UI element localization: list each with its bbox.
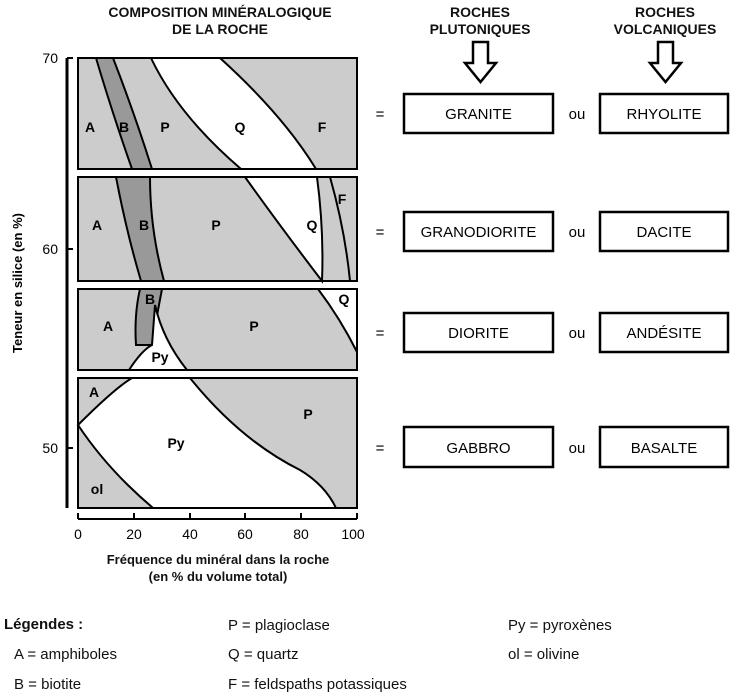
mineral-label-Py: Py — [167, 435, 184, 451]
volcanic-header-line: VOLCANIQUES — [613, 21, 717, 37]
mineral-label-B: B — [139, 217, 149, 233]
connector-ou: ou — [569, 325, 586, 342]
y-tick-label: 70 — [42, 50, 58, 66]
volcanic-header: ROCHES VOLCANIQUES — [595, 4, 735, 38]
y-axis — [65, 57, 73, 508]
volcanic-rock-name: DACITE — [636, 224, 691, 241]
equals-sign: = — [376, 224, 385, 241]
plutonic-rock-name: DIORITE — [448, 325, 509, 342]
x-tick-label: 20 — [126, 526, 142, 542]
panel-granite — [77, 57, 358, 170]
composition-header-line: DE LA ROCHE — [172, 21, 268, 37]
mineral-label-P: P — [160, 119, 169, 135]
plutonic-rock-box — [402, 210, 555, 253]
mineral-label-A: A — [89, 384, 99, 400]
panel-diorite — [77, 288, 358, 371]
connector-ou: ou — [569, 440, 586, 457]
down-arrow-icon — [647, 40, 684, 84]
plutonic-rock-box — [402, 92, 555, 135]
plutonic-header: ROCHES PLUTONIQUES — [410, 4, 550, 38]
x-axis-title-line: Fréquence du minéral dans la roche — [106, 552, 330, 567]
plutonic-rock-box — [402, 425, 555, 469]
legend-item: F = feldspaths potassiques — [228, 676, 407, 693]
connector-ou: ou — [569, 224, 586, 241]
mineral-label-Py: Py — [151, 349, 168, 365]
plutonic-header-line: PLUTONIQUES — [429, 21, 531, 37]
composition-header-line: COMPOSITION MINÉRALOGIQUE — [108, 4, 332, 20]
panel-gabbro — [76, 377, 358, 509]
mineral-label-P: P — [249, 318, 258, 334]
x-tick-label: 0 — [74, 526, 82, 542]
x-tick-label: 80 — [293, 526, 309, 542]
mineral-label-A: A — [92, 217, 102, 233]
x-tick-label: 40 — [182, 526, 198, 542]
x-tick-label: 60 — [237, 526, 253, 542]
legend-item: P = plagioclase — [228, 617, 330, 634]
mineral-label-B: B — [145, 291, 155, 307]
plutonic-rock-name: GRANODIORITE — [421, 224, 537, 241]
legend-item: A = amphiboles — [14, 646, 117, 663]
volcanic-rock-name: RHYOLITE — [626, 106, 701, 123]
mineral-label-ol: ol — [91, 481, 103, 497]
mineral-label-F: F — [338, 191, 347, 207]
legend-item: Q = quartz — [228, 646, 299, 663]
composition-header: COMPOSITION MINÉRALOGIQUE DE LA ROCHE — [82, 4, 358, 38]
mineral-label-A: A — [103, 318, 113, 334]
mineral-label-Q: Q — [307, 217, 318, 233]
volcanic-rock-box — [598, 311, 730, 354]
legend-item: B = biotite — [14, 676, 82, 693]
plutonic-rock-name: GABBRO — [446, 440, 510, 457]
equals-sign: = — [376, 106, 385, 123]
x-axis-title: Fréquence du minéral dans la roche (en %… — [58, 551, 378, 585]
legend-item: Py = pyroxènes — [508, 617, 612, 634]
down-arrow-icon — [462, 40, 499, 84]
equals-sign: = — [376, 440, 385, 457]
mineral-label-B: B — [119, 119, 129, 135]
legend-item: ol = olivine — [508, 646, 580, 663]
equals-sign: = — [376, 325, 385, 342]
y-axis-title: Teneur en silice (en %) — [10, 213, 25, 353]
connector-ou: ou — [569, 106, 586, 123]
volcanic-rock-name: BASALTE — [631, 440, 697, 457]
x-tick-label: 100 — [341, 526, 365, 542]
volcanic-header-line: ROCHES — [635, 4, 695, 20]
y-tick-label: 60 — [42, 241, 58, 257]
volcanic-rock-box — [598, 210, 730, 253]
volcanic-rock-box — [598, 425, 730, 469]
plutonic-rock-name: GRANITE — [445, 106, 512, 123]
volcanic-rock-name: ANDÉSITE — [626, 325, 701, 342]
legend-title: Légendes : — [4, 616, 84, 633]
mineral-label-F: F — [318, 119, 327, 135]
volcanic-rock-box — [598, 92, 730, 135]
x-axis-title-line: (en % du volume total) — [148, 569, 288, 584]
y-tick-label: 50 — [42, 440, 58, 456]
plutonic-rock-box — [402, 311, 555, 354]
mineral-label-P: P — [303, 406, 312, 422]
plutonic-header-line: ROCHES — [450, 4, 510, 20]
mineral-label-A: A — [85, 119, 95, 135]
mineral-label-Q: Q — [235, 119, 246, 135]
mineral-label-P: P — [211, 217, 220, 233]
mineral-label-Q: Q — [339, 291, 350, 307]
panel-granodiorite — [77, 176, 358, 284]
x-axis — [77, 513, 358, 520]
